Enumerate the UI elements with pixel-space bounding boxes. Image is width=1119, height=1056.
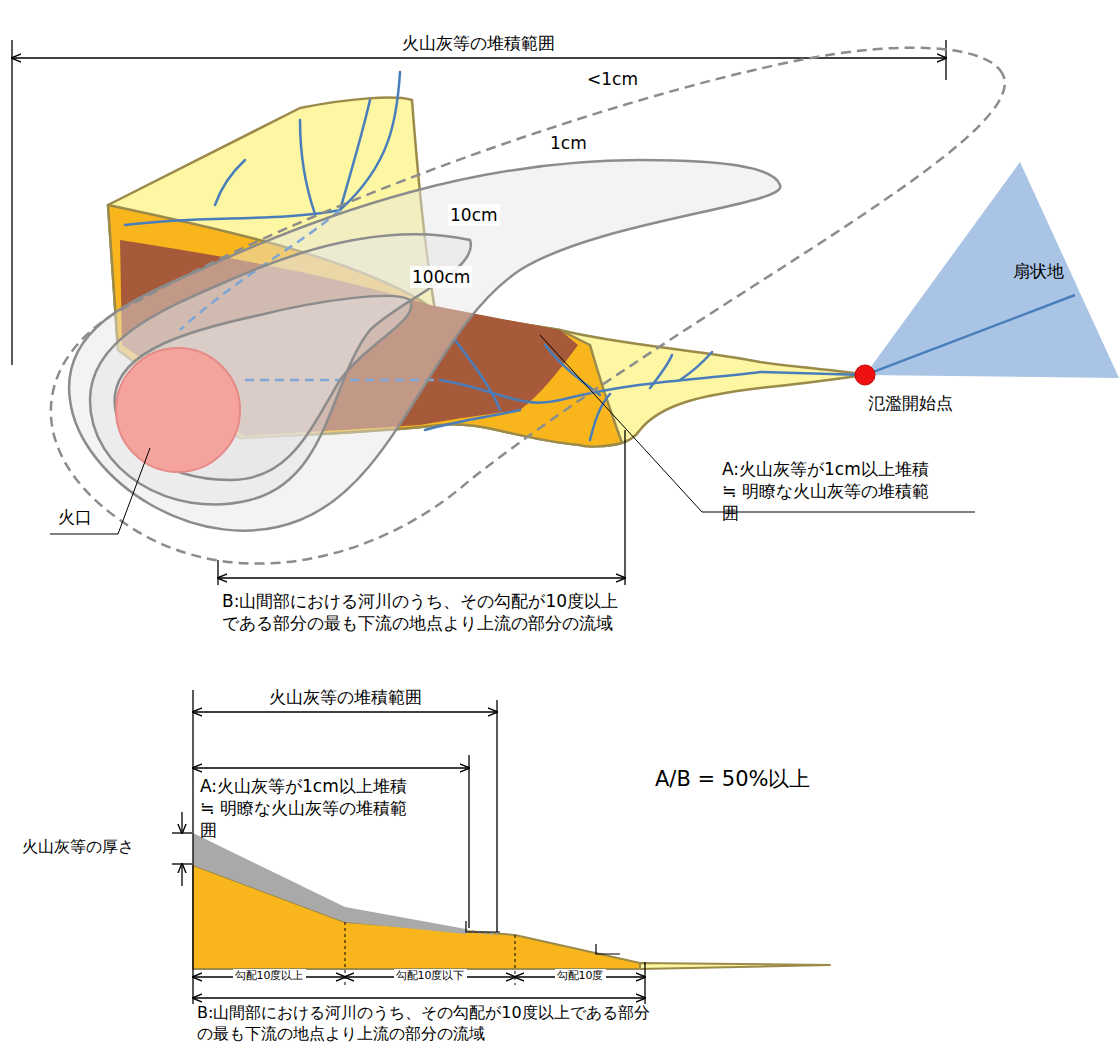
fan-triangle (865, 162, 1119, 378)
point-label: 氾濫開始点 (868, 392, 953, 414)
dimension-line (193, 767, 469, 768)
ash-contour-line (115, 296, 412, 480)
callout-label: A:火山灰等が1cm以上堆積 ≒ 明瞭な火山灰等の堆積範囲 (722, 458, 940, 524)
river (340, 72, 400, 210)
callout-label: 火口 (58, 506, 92, 528)
fan-area: 扇状地 (865, 160, 1119, 382)
river (650, 355, 672, 388)
dimension-label: 火山灰等の厚さ (22, 837, 134, 858)
dimension-label: 火山灰等の堆積範囲 (269, 686, 422, 708)
ash-contour-fill (115, 296, 412, 480)
ash-layer (193, 833, 497, 934)
dimension-line (217, 560, 218, 585)
leader-line (50, 335, 975, 534)
dimension-line (12, 57, 946, 58)
river (865, 295, 1075, 375)
dimension-label: 火山灰等の堆積範囲 (402, 32, 555, 54)
river (680, 352, 712, 380)
dimension-line (181, 864, 182, 886)
river (455, 340, 500, 410)
river (340, 100, 370, 210)
dimension-label: B:山間部における河川のうち、その勾配が10度以上である部分の最も下流の地点より… (197, 1003, 652, 1045)
dimension-line (192, 690, 193, 1004)
slope-break (345, 922, 346, 985)
slope-label: 勾配10度以上 (233, 969, 306, 983)
ash-layer (193, 833, 466, 934)
ash-contour-fill (69, 160, 780, 531)
flood-start-point (855, 365, 875, 385)
dimension-line (181, 812, 182, 833)
ground-profile (640, 963, 830, 969)
dimension-line (193, 711, 497, 712)
river (125, 72, 865, 440)
dimension-line (468, 755, 469, 928)
dimension-line (172, 690, 645, 1004)
river-hidden (180, 210, 340, 330)
dimension-line (945, 40, 946, 80)
leader-line (50, 448, 150, 534)
dimension-line (218, 430, 625, 585)
ratio-label: A/B = 50%以上 (655, 766, 810, 793)
dimension-line (193, 997, 645, 998)
river (300, 120, 315, 214)
dimension-line (218, 577, 625, 578)
dimension-line (624, 430, 625, 585)
ash-contour-line (51, 48, 1005, 564)
contour-label: 10cm (448, 204, 500, 226)
angle-mark (596, 944, 620, 954)
dimension-line (496, 700, 497, 932)
river (440, 372, 865, 403)
fan-shape (865, 160, 1119, 382)
contour-label: 1cm (548, 132, 589, 154)
dimension-label: B:山間部における河川のうち、その勾配が10度以上である部分の最も下流の地点より… (222, 590, 624, 634)
area-name: 扇状地 (1013, 260, 1064, 283)
angle-mark (466, 921, 620, 954)
contour-label: <1cm (585, 68, 640, 90)
crater (116, 348, 240, 472)
ash-contour-fill (69, 160, 780, 531)
ash-contour-line (51, 48, 1005, 564)
dimension-label: A:火山灰等が1cm以上堆積 ≒ 明瞭な火山灰等の堆積範囲 (200, 775, 418, 841)
slope-label: 勾配10度以下 (394, 969, 467, 983)
river (125, 210, 340, 225)
dimension-line (11, 40, 12, 365)
slope-break (345, 922, 515, 985)
angle-mark (466, 921, 500, 932)
contour-label: 100cm (410, 266, 472, 288)
river (425, 410, 520, 430)
ash-contour-line (69, 160, 780, 531)
slope-label: 勾配10度 (555, 969, 606, 983)
river (215, 160, 245, 205)
